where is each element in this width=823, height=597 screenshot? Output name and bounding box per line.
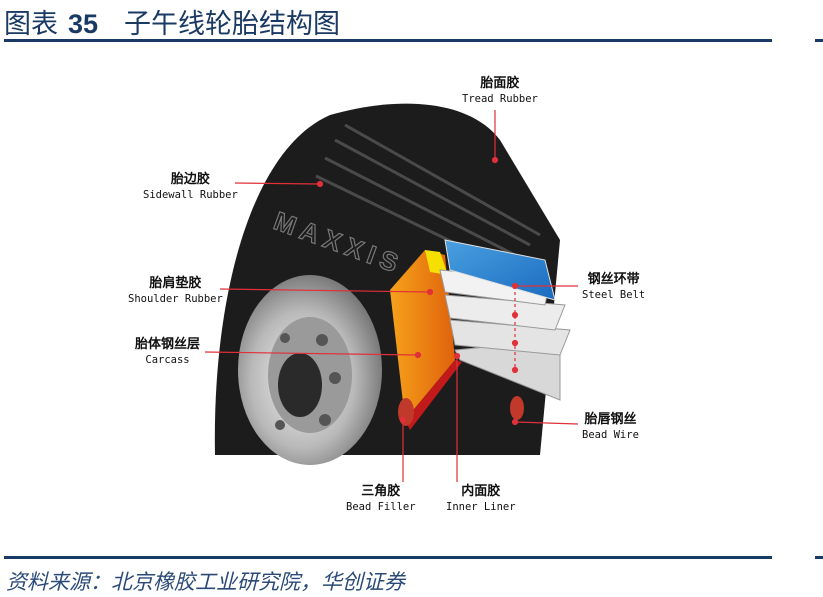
figure-label: 图表 [4,9,58,40]
leader-lines [204,110,579,482]
footer-divider [4,556,772,559]
wheel-hub [278,353,322,417]
header-divider [4,39,772,42]
bead-right [510,396,524,420]
header-divider-next [815,39,823,42]
shoulder-rubber [390,250,455,420]
tread-grooves [315,123,541,267]
inner-liner [405,360,462,430]
figure-number: 35 [68,9,99,39]
lug-nuts [275,333,341,430]
footer-divider-next [815,556,823,559]
figure-caption: 子午线轮胎结构图 [124,9,341,40]
source-note: 资料来源：北京橡胶工业研究院，华创证券 [6,570,405,594]
bead-left [398,398,414,426]
figure-title: 图表 35 子午线轮胎结构图 [4,2,340,41]
